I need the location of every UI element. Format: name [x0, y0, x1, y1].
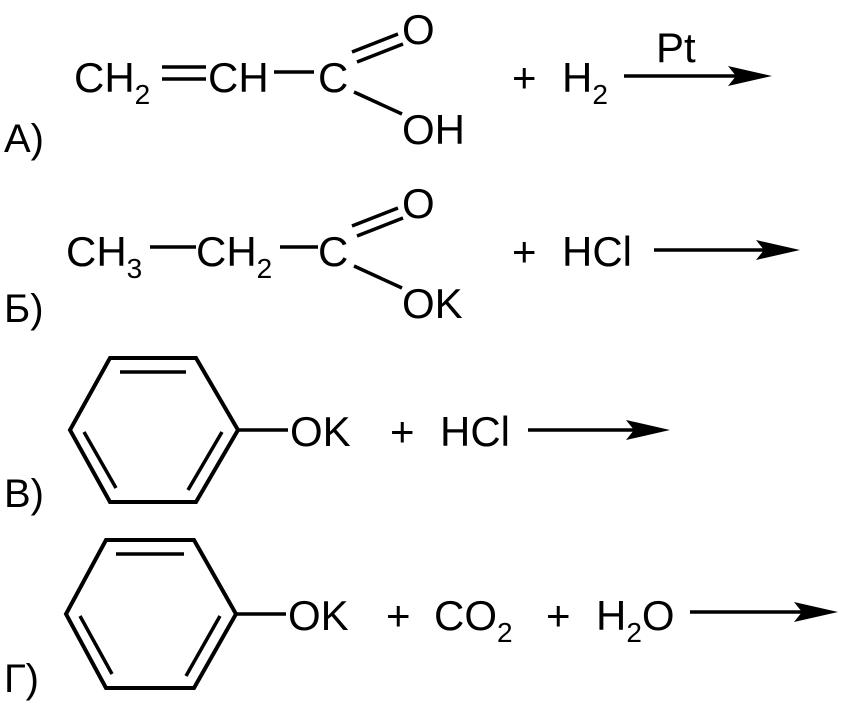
reaction-g-plus-1: + — [386, 592, 411, 639]
reaction-b-oxygen: O — [402, 180, 435, 227]
benzene-inner-bond-2 — [184, 615, 222, 677]
reaction-b-label: Б) — [4, 287, 44, 331]
benzene-inner-bond-3 — [78, 615, 114, 675]
hydroxyl-bond — [353, 90, 403, 116]
reaction-g-h2o: H2O — [596, 592, 675, 648]
reaction-a-oh: OH — [402, 106, 465, 153]
reaction-v: В) OK + HCl — [4, 356, 670, 516]
reaction-a-ch: CH — [208, 54, 269, 101]
reaction-g-label: Г) — [4, 657, 39, 701]
reaction-a-arrowhead-icon — [728, 66, 772, 86]
ok-bond — [353, 264, 403, 290]
reaction-a-h2: H2 — [562, 54, 608, 110]
reaction-v-ok: OK — [290, 408, 351, 455]
reaction-b: Б) CH3 CH2 C O OK + HCl — [4, 180, 800, 331]
reaction-b-ch2: CH2 — [196, 228, 272, 284]
reaction-a: А) CH2 CH C O OH + H2 Pt — [4, 6, 772, 161]
reaction-g-arrowhead-icon — [794, 602, 838, 622]
reaction-v-plus: + — [390, 408, 415, 455]
reaction-v-label: В) — [4, 472, 44, 516]
reaction-b-hcl: HCl — [562, 228, 632, 275]
reaction-g-plus-2: + — [546, 592, 571, 639]
reaction-g-co2: CO2 — [434, 592, 513, 648]
benzene-inner-bond-3 — [82, 431, 118, 489]
reaction-b-ch3: CH3 — [66, 228, 142, 284]
carbonyl-bond-1 — [351, 32, 399, 54]
reaction-v-arrowhead-icon — [626, 420, 670, 440]
reaction-a-plus: + — [512, 54, 537, 101]
reaction-a-oxygen: O — [402, 6, 435, 53]
reaction-g: Г) OK + CO2 + H2O — [4, 538, 838, 701]
reaction-a-carbon: C — [318, 54, 348, 101]
reaction-b-ok: OK — [402, 280, 463, 327]
reaction-b-carbon: C — [318, 228, 348, 275]
benzene-ring-icon — [67, 356, 241, 504]
carbonyl-bond-2 — [356, 42, 404, 64]
reaction-b-arrowhead-icon — [756, 240, 800, 260]
benzene-ring-icon — [63, 538, 239, 690]
reaction-a-label: А) — [4, 117, 44, 161]
reaction-g-ok: OK — [288, 592, 349, 639]
reaction-v-hcl: HCl — [440, 408, 510, 455]
benzene-inner-bond-2 — [186, 431, 224, 491]
carbonyl-bond-2 — [356, 216, 404, 238]
reaction-a-catalyst: Pt — [656, 24, 696, 71]
reaction-b-plus: + — [512, 228, 537, 275]
carbonyl-bond-1 — [351, 206, 399, 228]
reaction-a-ch2: CH2 — [74, 54, 150, 110]
